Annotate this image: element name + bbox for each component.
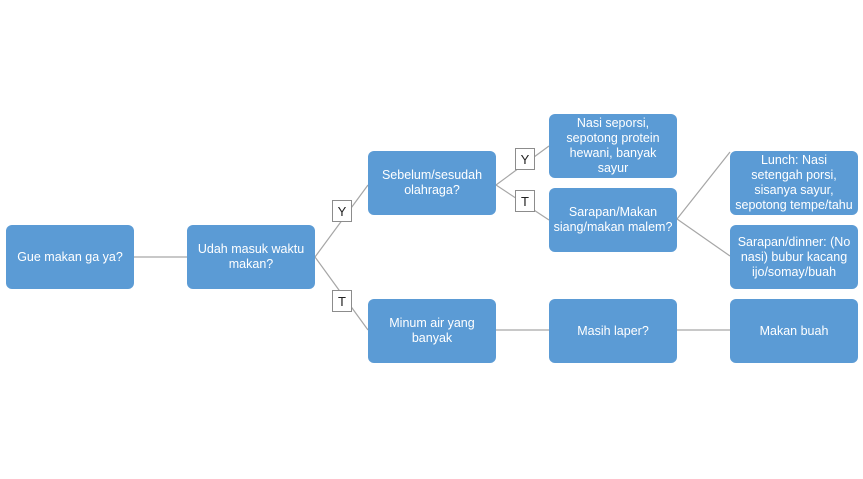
label-no: T (515, 190, 535, 212)
node-lunch: Lunch: Nasi setengah porsi, sisanya sayu… (730, 151, 858, 215)
node-meal-time: Udah masuk waktu makan? (187, 225, 315, 289)
node-start: Gue makan ga ya? (6, 225, 134, 289)
node-exercise: Sebelum/sesudah olahraga? (368, 151, 496, 215)
node-drink-water: Minum air yang banyak (368, 299, 496, 363)
node-still-hungry: Masih laper? (549, 299, 677, 363)
node-which-meal: Sarapan/Makan siang/makan malem? (549, 188, 677, 252)
node-breakfast-dinner: Sarapan/dinner: (No nasi) bubur kacang i… (730, 225, 858, 289)
node-post-exercise-meal: Nasi seporsi, sepotong protein hewani, b… (549, 114, 677, 178)
label-yes: Y (515, 148, 535, 170)
label-no: T (332, 290, 352, 312)
label-yes: Y (332, 200, 352, 222)
node-eat-fruit: Makan buah (730, 299, 858, 363)
